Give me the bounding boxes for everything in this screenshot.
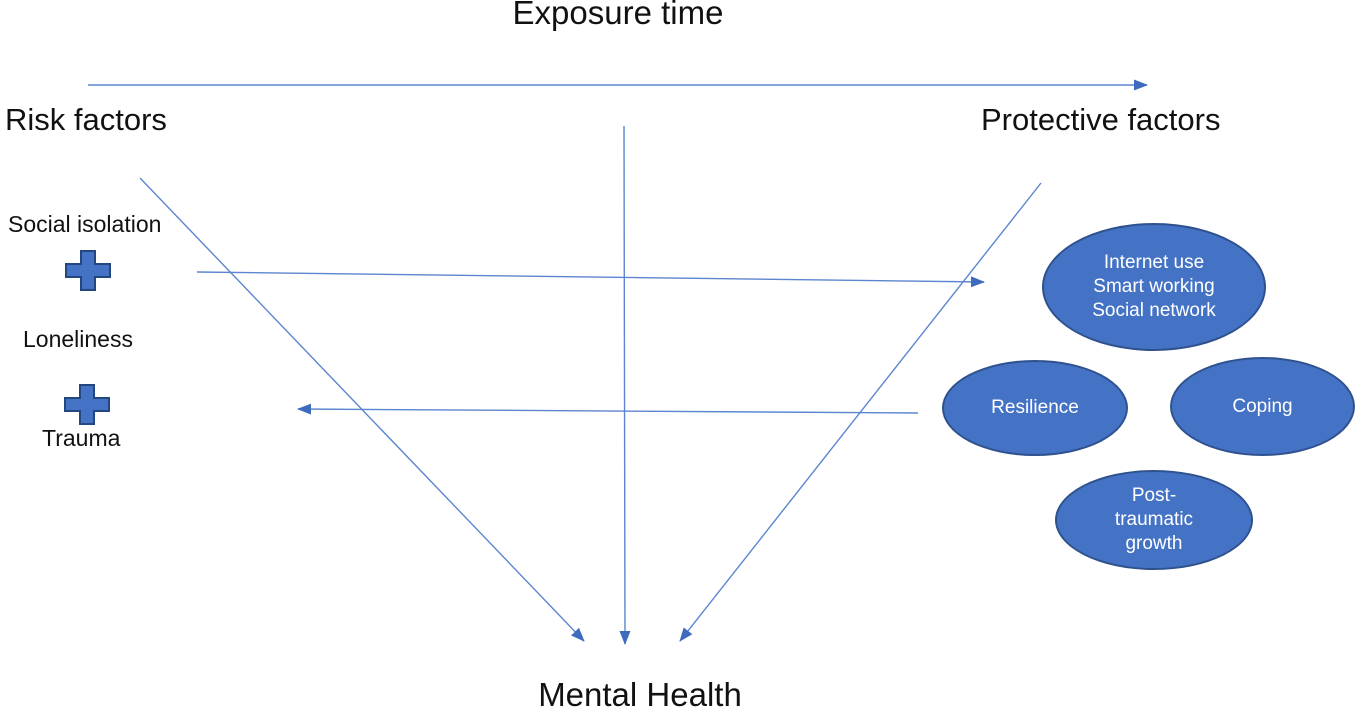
protective-ellipse-coping: Coping	[1170, 357, 1355, 456]
risk-to-protective-arrow	[196, 271, 985, 288]
risk-item-social-isolation: Social isolation	[8, 211, 162, 237]
protective-factors-header: Protective factors	[981, 102, 1221, 137]
center-vertical-arrow	[619, 125, 631, 645]
plus-icon	[65, 250, 111, 291]
mental-health-label: Mental Health	[538, 676, 742, 713]
protective-ellipse-resilience: Resilience	[942, 360, 1128, 456]
protective-to-risk-arrow	[297, 403, 919, 415]
risk-item-trauma: Trauma	[42, 425, 121, 451]
plus-icon	[64, 384, 110, 425]
diagram-title: Exposure time	[512, 0, 724, 31]
risk-item-loneliness: Loneliness	[23, 326, 133, 352]
protective-ellipse-post-traumatic-growth: Post- traumatic growth	[1055, 470, 1253, 570]
risk-factors-header: Risk factors	[5, 102, 167, 137]
protective-ellipse-internet-use: Internet use Smart working Social networ…	[1042, 223, 1266, 351]
